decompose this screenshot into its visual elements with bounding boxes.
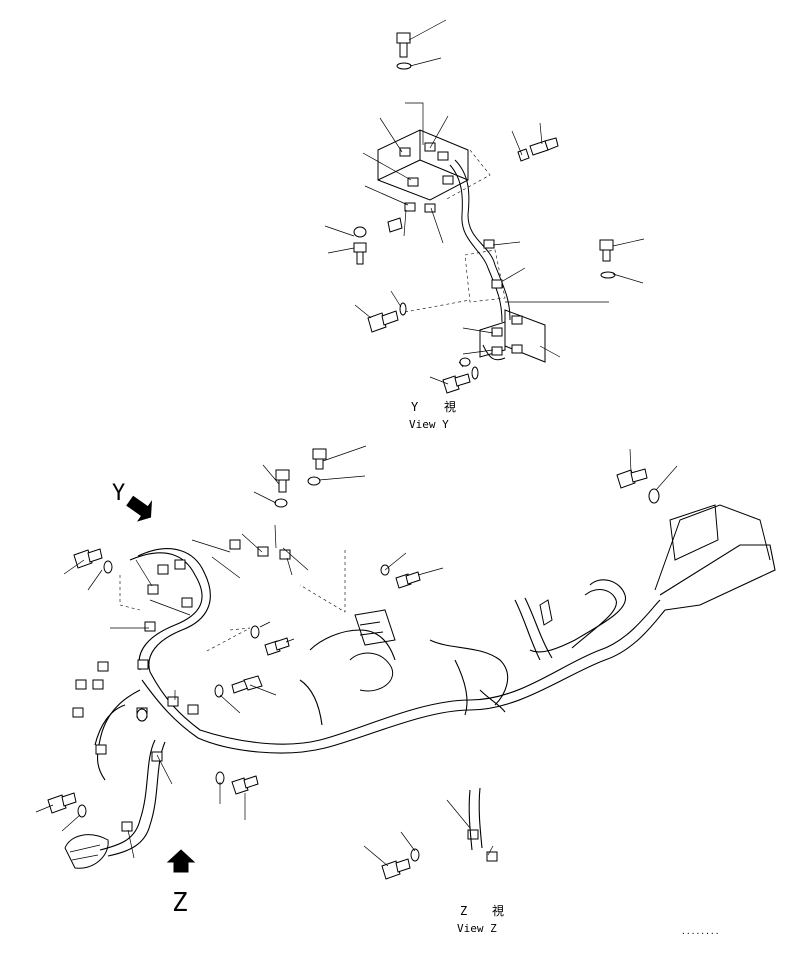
view-z-caption: Z 視 View Z [457, 903, 504, 935]
leader-lines [324, 115, 645, 385]
bolt-icon [353, 217, 403, 265]
view-y-detail: Y 視 View Y [324, 19, 645, 431]
view-z-kanji: 視 [492, 903, 504, 918]
bolt-icon [517, 137, 616, 279]
view-y-letter: Y [411, 400, 419, 414]
bolt-icon [396, 32, 412, 70]
view-y-marker-label: Y [112, 481, 125, 506]
view-y-kanji: 視 [444, 399, 456, 414]
clamp-icon [72, 539, 498, 862]
view-y-label: View Y [409, 418, 449, 431]
leader-lines [35, 445, 678, 867]
bolt-icon [367, 302, 479, 394]
arrow-icon [126, 495, 153, 522]
view-y-caption: Y 視 View Y [409, 399, 456, 431]
clamp-icon [399, 142, 523, 356]
arrow-icon [166, 849, 196, 873]
view-z-label: View Z [457, 922, 497, 935]
view-z-marker-label: Z [172, 888, 188, 918]
main-assembly: Y [35, 445, 776, 936]
view-z-letter: Z [460, 904, 467, 918]
bracket-block [377, 102, 546, 363]
bolt-icon [47, 448, 660, 880]
drawing-code: ........ [681, 927, 720, 936]
